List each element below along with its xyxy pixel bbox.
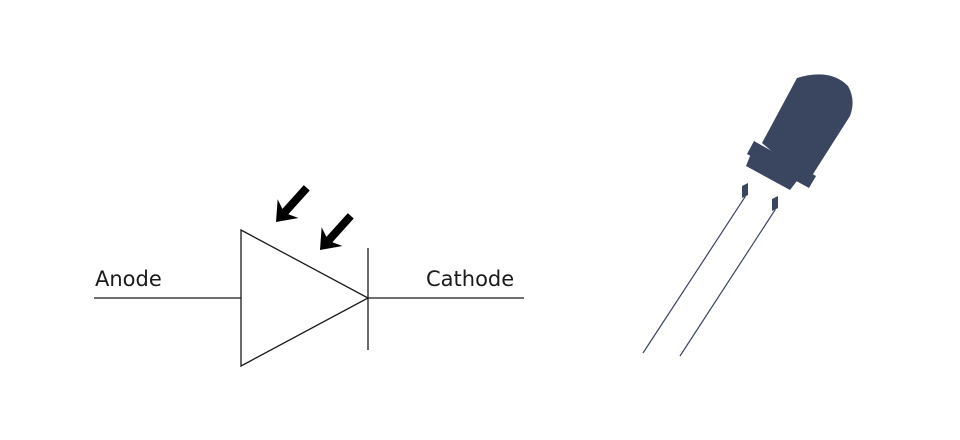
lead-left (642, 188, 746, 354)
component-flange (747, 141, 816, 188)
light-arrow-2-icon (320, 213, 354, 250)
photodiode-symbol: Anode Cathode (94, 185, 524, 368)
light-arrow-1-icon (276, 185, 310, 222)
component-stem (746, 151, 800, 190)
cathode-label: Cathode (426, 267, 514, 291)
lead-left-kink (742, 183, 748, 198)
lead-right-kink (772, 196, 778, 211)
anode-label: Anode (95, 267, 162, 291)
photodiode-component-illustration (642, 74, 853, 357)
diode-triangle (240, 228, 370, 368)
component-dome-body (762, 74, 853, 182)
